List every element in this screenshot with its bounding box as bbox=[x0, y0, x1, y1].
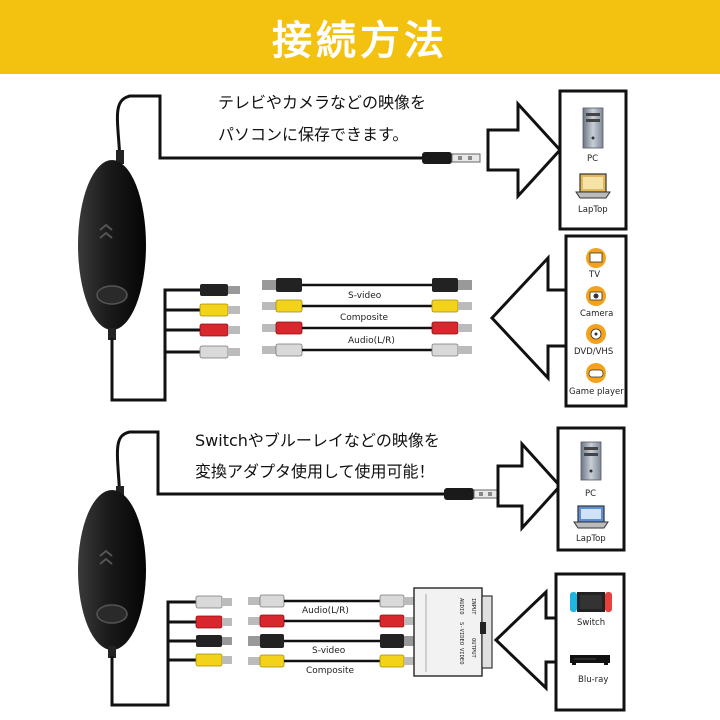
s-video-cable bbox=[248, 634, 414, 648]
arrow-to-computer bbox=[486, 100, 563, 200]
input-label-bluray: Blu-ray bbox=[578, 675, 608, 685]
s-video-cable bbox=[262, 278, 472, 292]
capture-device bbox=[78, 150, 146, 340]
cable-label-composite: Composite bbox=[306, 666, 354, 676]
adapter-label-input: INPUT bbox=[470, 598, 476, 615]
cable-label-composite: Composite bbox=[340, 313, 388, 323]
arrow-to-computer bbox=[496, 440, 563, 532]
input-label-dvd-vhs: DVD/VHS bbox=[574, 347, 613, 357]
caption-2-line-2: 変換アダプタ使用して使用可能！ bbox=[195, 462, 435, 481]
section-2: Audio(L/R) S-video Composite INPUT OUTPU… bbox=[78, 426, 626, 712]
audio-cable-red bbox=[248, 614, 414, 628]
device-plug-red bbox=[199, 323, 240, 337]
adapter-label-video: VIDEO bbox=[458, 648, 464, 665]
title-banner: 接続方法 bbox=[0, 0, 720, 74]
laptop-icon bbox=[573, 505, 609, 529]
caption-2-line-1: Switchやブルーレイなどの映像を bbox=[195, 431, 440, 450]
device-plug-black bbox=[196, 635, 232, 647]
usb-cable bbox=[115, 94, 430, 161]
cable-label-audio: Audio(L/R) bbox=[348, 336, 395, 346]
composite-cable bbox=[248, 654, 414, 668]
adapter-label-output: OUTPUT bbox=[470, 638, 476, 659]
audio-cable-white bbox=[248, 594, 414, 608]
output-label-laptop: LapTop bbox=[578, 205, 608, 215]
audio-cable-red bbox=[262, 321, 472, 335]
device-plug-yellow bbox=[199, 303, 240, 317]
usb-plug bbox=[422, 152, 481, 164]
adapter-label-audio: AUDIO bbox=[458, 598, 464, 615]
section-1: S-video Composite Audio(L/R) テレビやカメラなどの映… bbox=[78, 89, 628, 408]
dvd-vhs-icon bbox=[586, 324, 606, 344]
adapter-label-s-video: S-VIDEO bbox=[458, 622, 464, 645]
pc-tower-icon bbox=[582, 107, 604, 149]
camera-icon bbox=[586, 286, 606, 306]
usb-plug bbox=[444, 488, 499, 500]
device-plug-white bbox=[199, 345, 240, 359]
tv-icon bbox=[586, 248, 606, 268]
output-label-pc: PC bbox=[585, 489, 596, 499]
device-plug-black bbox=[200, 284, 240, 296]
device-plug-red bbox=[195, 615, 232, 629]
cable-label-s-video: S-video bbox=[348, 291, 382, 301]
laptop-icon bbox=[575, 173, 611, 199]
usb-cable bbox=[115, 430, 430, 501]
input-label-camera: Camera bbox=[580, 309, 613, 319]
capture-device bbox=[78, 486, 146, 658]
caption-1-line-2: パソコンに保存できます。 bbox=[218, 125, 408, 144]
device-plug-yellow bbox=[195, 653, 232, 667]
audio-cable-white bbox=[262, 343, 472, 357]
cable-label-audio: Audio(L/R) bbox=[302, 606, 349, 616]
input-label-game-player: Game player bbox=[569, 387, 624, 397]
game-player-icon bbox=[586, 363, 606, 383]
caption-1-line-1: テレビやカメラなどの映像を bbox=[218, 93, 426, 112]
output-label-pc: PC bbox=[587, 154, 598, 164]
input-label-tv: TV bbox=[588, 270, 600, 280]
output-box bbox=[558, 89, 628, 231]
composite-cable bbox=[262, 299, 472, 313]
input-label-switch: Switch bbox=[577, 618, 605, 628]
switch-console-icon bbox=[570, 592, 612, 612]
pc-tower-icon bbox=[580, 441, 602, 481]
output-label-laptop: LapTop bbox=[576, 534, 606, 544]
scart-adapter: INPUT OUTPUT AUDIO S-VIDEO VIDEO bbox=[413, 587, 493, 677]
device-plug-white bbox=[195, 595, 232, 609]
connection-diagram: S-video Composite Audio(L/R) テレビやカメラなどの映… bbox=[78, 89, 628, 712]
arrow-from-sources bbox=[489, 254, 570, 382]
cable-label-s-video: S-video bbox=[312, 646, 346, 656]
bluray-player-icon bbox=[570, 655, 610, 665]
page-title: 接続方法 bbox=[272, 18, 448, 64]
